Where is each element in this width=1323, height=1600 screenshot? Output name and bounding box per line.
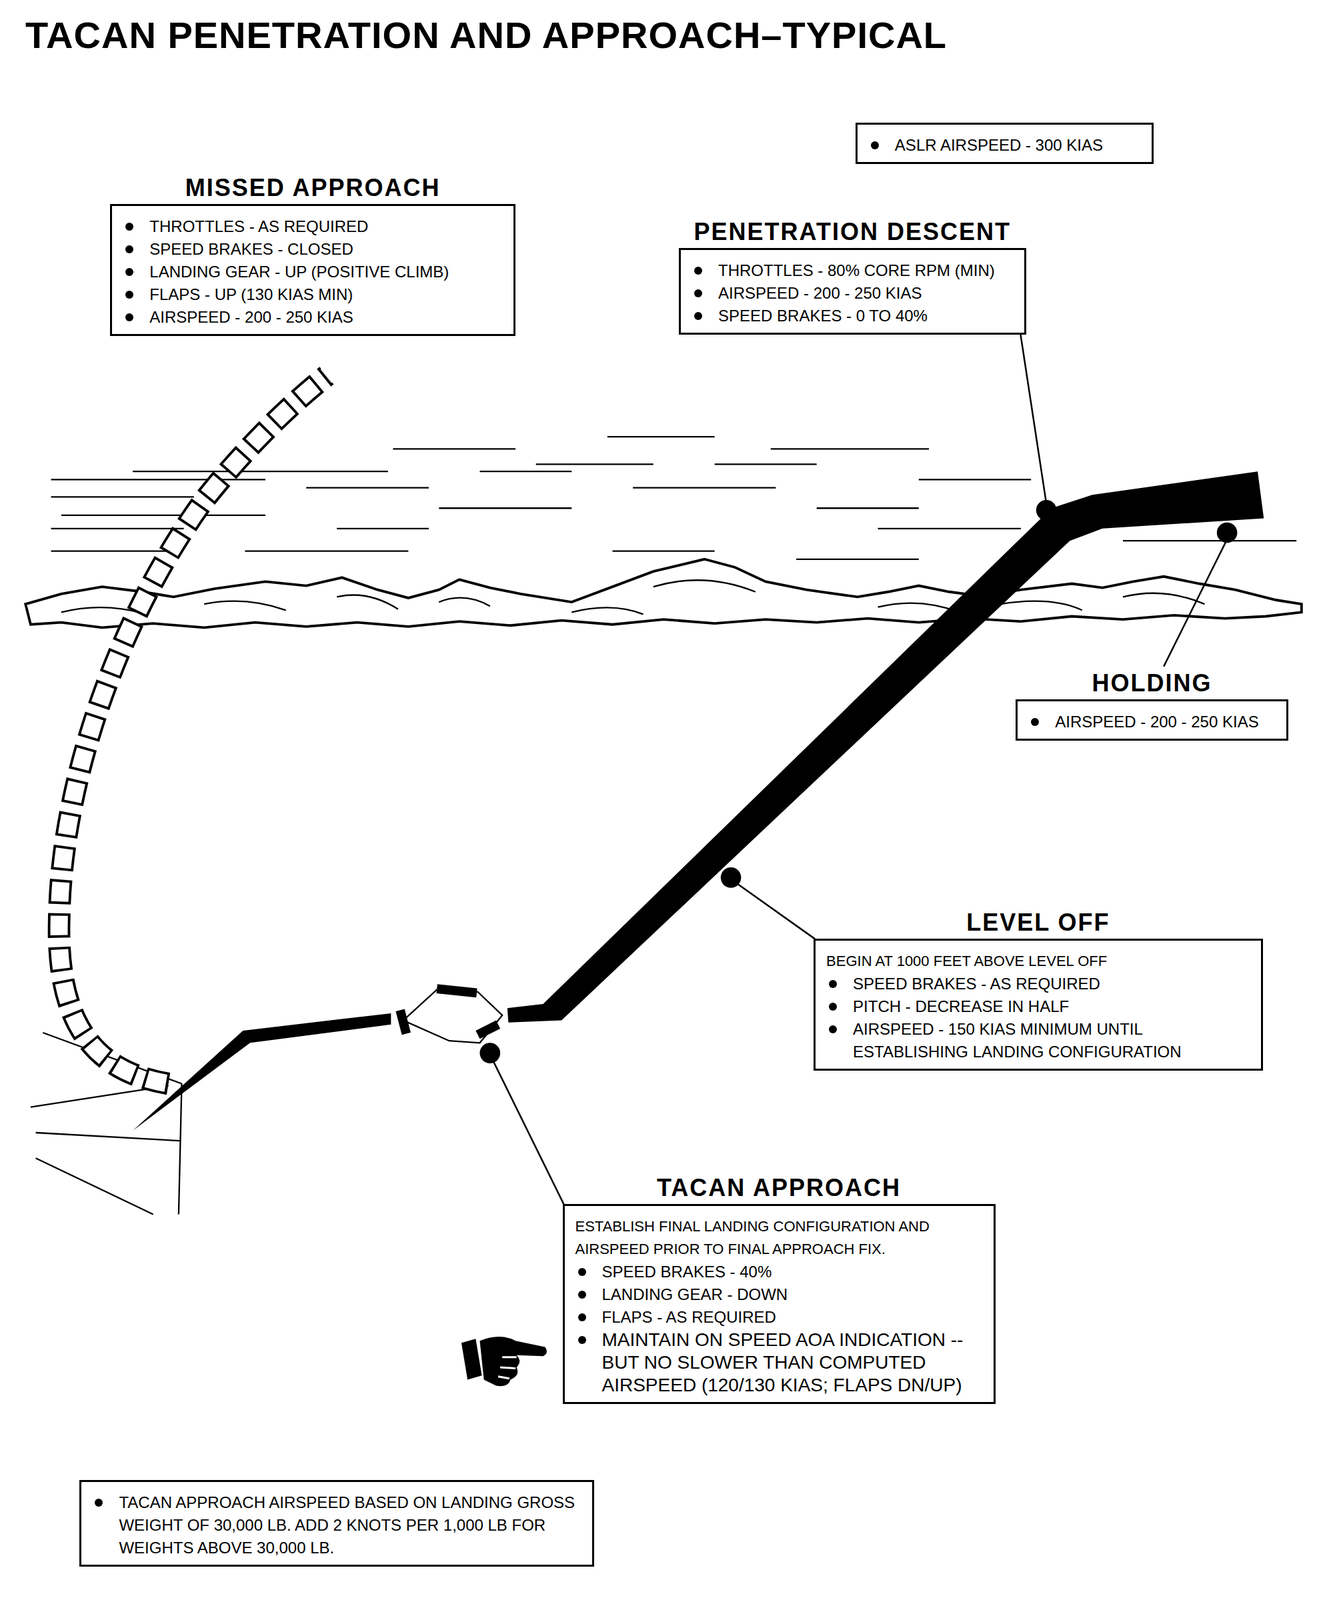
- final-approach-path: [132, 1013, 391, 1131]
- cloud-line: [51, 478, 266, 481]
- bullet-item: LANDING GEAR - DOWN: [575, 1283, 985, 1307]
- procedure-turn-segments: [400, 988, 499, 1035]
- item-text: AIRSPEED - 200 - 250 KIAS: [149, 308, 353, 327]
- cloud-line: [51, 550, 175, 552]
- item-text: LANDING GEAR - UP (POSITIVE CLIMB): [149, 262, 449, 281]
- hand: [480, 1337, 547, 1387]
- runway-lines: [30, 1032, 183, 1215]
- cloud-line: [607, 436, 715, 438]
- item-text: FLAPS - UP (130 KIAS MIN): [149, 285, 353, 304]
- bullet-item: FLAPS - AS REQUIRED: [575, 1306, 985, 1330]
- item-text: ASLR AIRSPEED - 300 KIAS: [894, 136, 1103, 155]
- callout-box: ASLR AIRSPEED - 300 KIAS: [855, 122, 1154, 165]
- bullet-item: SPEED BRAKES - 0 TO 40%: [691, 304, 1015, 328]
- item-text: BEGIN AT 1000 FEET ABOVE LEVEL OFF: [826, 952, 1107, 970]
- mountain-shading: [61, 580, 1205, 615]
- runway: [30, 1032, 183, 1215]
- item-text: THROTTLES - 80% CORE RPM (MIN): [718, 261, 995, 280]
- cloud-line: [438, 507, 572, 509]
- cloud-line: [61, 514, 266, 517]
- box-heading: MISSED APPROACH: [185, 174, 441, 203]
- cloud-line: [918, 478, 1031, 481]
- cloud-line: [714, 463, 817, 465]
- item-text: SPEED BRAKES - 0 TO 40%: [718, 306, 928, 325]
- hand-cuff: [461, 1339, 483, 1380]
- title: TACAN PENETRATION AND APPROACH–TYPICAL: [25, 13, 947, 57]
- callout-box: HOLDINGAIRSPEED - 200 - 250 KIAS: [1015, 699, 1289, 741]
- cloud-line: [306, 486, 429, 489]
- bullet-item: TACAN APPROACH AIRSPEED BASED ON LANDING…: [92, 1491, 583, 1560]
- cloud-line: [770, 448, 929, 450]
- cloud-line: [1122, 540, 1297, 542]
- callout-box: MISSED APPROACHTHROTTLES - AS REQUIREDSP…: [110, 204, 516, 337]
- bullet-item: PITCH - DECREASE IN HALF: [826, 995, 1252, 1019]
- leader-line: [1163, 539, 1227, 667]
- mountains: [25, 559, 1302, 629]
- callout-box: TACAN APPROACH AIRSPEED BASED ON LANDING…: [79, 1480, 595, 1568]
- cloud-line: [536, 463, 654, 465]
- leader-line: [493, 1061, 565, 1205]
- item-text: SPEED BRAKES - CLOSED: [149, 240, 353, 259]
- item-text: ESTABLISH FINAL LANDING CONFIGURATION AN…: [575, 1218, 930, 1258]
- cloud-line: [878, 528, 1021, 530]
- bullet-item: THROTTLES - AS REQUIRED: [122, 215, 505, 239]
- item-text: FLAPS - AS REQUIRED: [602, 1308, 777, 1327]
- bullet-item: SPEED BRAKES - AS REQUIRED: [826, 972, 1252, 996]
- box-heading: LEVEL OFF: [966, 908, 1110, 937]
- cloud-line: [51, 496, 195, 498]
- item-text: AIRSPEED - 150 KIAS MINIMUM UNTIL ESTABL…: [852, 1020, 1182, 1061]
- item-text: SPEED BRAKES - 40%: [602, 1262, 773, 1281]
- bullet-item: SPEED BRAKES - 40%: [575, 1260, 985, 1284]
- cloud-line: [392, 448, 516, 450]
- cloud-line: [816, 507, 919, 509]
- item-text: TACAN APPROACH AIRSPEED BASED ON LANDING…: [118, 1493, 575, 1558]
- box-heading: TACAN APPROACH: [656, 1174, 901, 1203]
- cloud-line: [132, 470, 389, 473]
- cloud-line: [632, 486, 776, 489]
- bullet-item: FLAPS - UP (130 KIAS MIN): [122, 283, 505, 307]
- item-text: SPEED BRAKES - AS REQUIRED: [852, 974, 1101, 993]
- item-text: MAINTAIN ON SPEED AOA INDICATION -- BUT …: [602, 1329, 964, 1396]
- bullet-item: THROTTLES - 80% CORE RPM (MIN): [691, 259, 1015, 283]
- bullet-item: AIRSPEED - 200 - 250 KIAS: [122, 306, 505, 329]
- missed-approach-path: [59, 375, 327, 1084]
- box-heading: PENETRATION DESCENT: [694, 218, 1011, 247]
- bullet-item: LANDING GEAR - UP (POSITIVE CLIMB): [122, 260, 505, 284]
- leader-line: [1020, 334, 1047, 504]
- hand-lines: [498, 1357, 517, 1380]
- cloud-line: [244, 550, 409, 552]
- leader-line: [736, 883, 815, 940]
- pointing-hand: [461, 1337, 547, 1387]
- item-text: AIRSPEED - 200 - 250 KIAS: [1054, 712, 1259, 731]
- cloud-line: [336, 528, 429, 530]
- dot: [480, 1042, 501, 1064]
- item-text: LANDING GEAR - DOWN: [602, 1285, 789, 1304]
- item-text: PITCH - DECREASE IN HALF: [852, 997, 1069, 1016]
- callout-box: LEVEL OFFBEGIN AT 1000 FEET ABOVE LEVEL …: [813, 938, 1263, 1071]
- cloud-line: [612, 550, 715, 552]
- bullet-item: AIRSPEED - 150 KIAS MINIMUM UNTIL ESTABL…: [826, 1018, 1252, 1064]
- callout-box: TACAN APPROACHESTABLISH FINAL LANDING CO…: [562, 1204, 996, 1405]
- missed-approach-path-fill: [59, 375, 327, 1084]
- box-heading: HOLDING: [1092, 669, 1213, 698]
- bullet-item: MAINTAIN ON SPEED AOA INDICATION -- BUT …: [575, 1329, 985, 1398]
- bullet-item: AIRSPEED - 200 - 250 KIAS: [691, 282, 1015, 305]
- bullet-item: SPEED BRAKES - CLOSED: [122, 238, 505, 261]
- note-line: ESTABLISH FINAL LANDING CONFIGURATION AN…: [575, 1215, 985, 1261]
- note-line: BEGIN AT 1000 FEET ABOVE LEVEL OFF: [826, 950, 1252, 973]
- item-text: AIRSPEED - 200 - 250 KIAS: [718, 284, 922, 303]
- cloud-line: [480, 470, 573, 473]
- item-text: THROTTLES - AS REQUIRED: [149, 217, 369, 236]
- bullet-item: ASLR AIRSPEED - 300 KIAS: [868, 134, 1143, 157]
- callout-box: PENETRATION DESCENTTHROTTLES - 80% CORE …: [678, 248, 1026, 335]
- cloud-line: [51, 528, 185, 530]
- cloud-line: [796, 558, 919, 561]
- bullet-item: AIRSPEED - 200 - 250 KIAS: [1028, 710, 1277, 734]
